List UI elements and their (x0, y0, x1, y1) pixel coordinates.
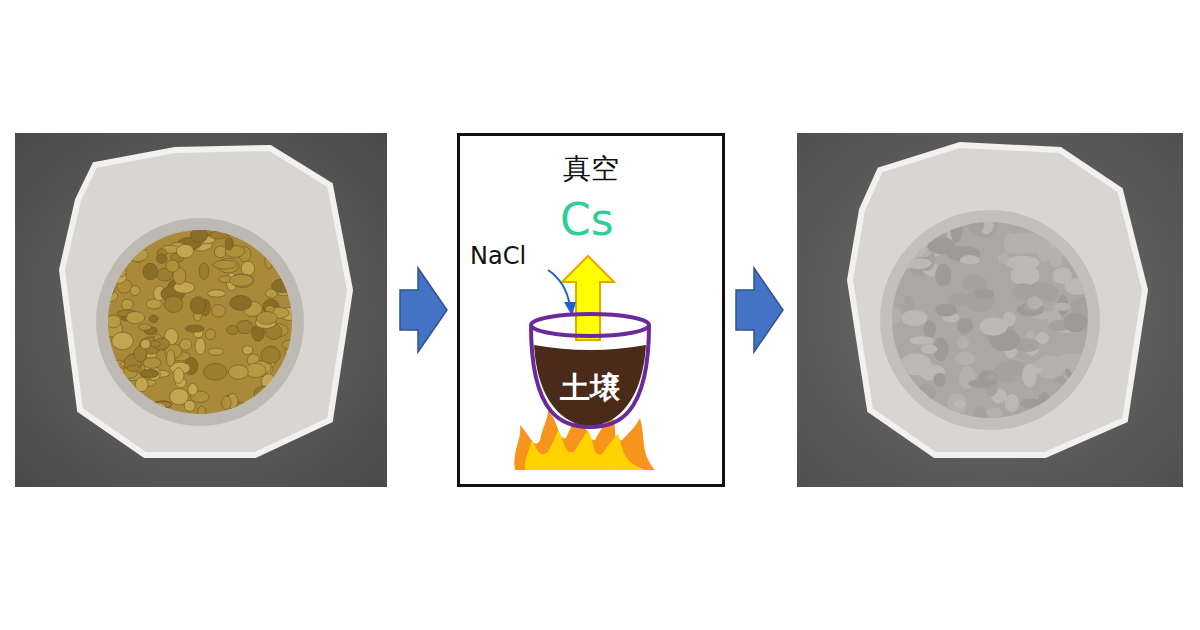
process-arrow (736, 268, 783, 352)
soil-photo-before (15, 133, 387, 487)
element-label: Cs (560, 196, 614, 244)
vacuum-chamber: 真空土壌 (457, 133, 725, 487)
process-arrow (400, 268, 447, 352)
chamber-title: 真空 (563, 150, 619, 188)
crucible-bowl: 土壌 (528, 311, 652, 429)
reagent-label: NaCl (470, 243, 526, 269)
bowl-label: 土壌 (560, 368, 620, 409)
nacl-arrow (548, 270, 576, 316)
release-arrow (562, 256, 614, 340)
soil-photo-after (797, 133, 1183, 487)
